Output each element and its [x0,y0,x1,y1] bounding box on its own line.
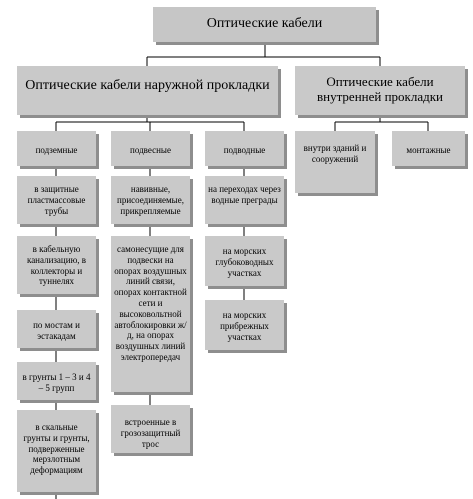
underground-item: в грунты 1 – 3 и 4 – 5 групп [17,362,96,400]
underground-item: по мостам и эстакадам [17,310,96,348]
underground-item: в защитные пластмассовые трубы [17,176,96,224]
underground-item-label: в грунты 1 – 3 и 4 – 5 групп [22,372,91,393]
underground-item-label: по мостам и эстакадам [33,320,80,341]
column-underwater: подводные [205,131,284,166]
group-outdoor: Оптические кабели наружной прокладки [17,66,278,115]
root-node: Оптические кабели [153,7,376,42]
underground-item: в кабельную канализацию, в коллекторы и … [17,236,96,294]
underwater-item: на переходах через водные преграды [205,176,284,224]
column-mounting-label: монтажные [406,145,451,155]
root-label: Оптические кабели [206,16,323,31]
underwater-item: на морских прибрежных участках [205,300,284,350]
underwater-item-label: на морских глубоководных участках [215,246,274,278]
aerial-item: навивные, присоединяемые, прикрепляемые [111,176,190,224]
column-aerial: подвесные [111,131,190,166]
underwater-item-label: на переходах через водные преграды [208,184,281,205]
column-underground-label: подземные [35,145,78,155]
column-mounting: монтажные [392,131,465,166]
aerial-item-label: навивные, присоединяемые, прикрепляемые [117,184,184,216]
group-outdoor-label: Оптические кабели наружной прокладки [25,78,270,93]
aerial-item-label: самонесущие для подвески на опорах возду… [114,244,187,362]
column-buildings-label: внутри зданий и сооружений [303,143,367,164]
group-indoor: Оптические кабели внутренней прокладки [295,66,465,115]
underwater-item-label: на морских прибрежных участках [220,310,269,342]
underground-item: в скальные грунты и грунты, подверженные… [17,410,96,492]
column-buildings: внутри зданий и сооружений [295,131,375,193]
underground-item-label: в защитные пластмассовые трубы [27,184,86,216]
aerial-item: самонесущие для подвески на опорах возду… [111,236,190,392]
aerial-item: встроенные в грозозащитный трос [111,405,190,453]
aerial-item-label: встроенные в грозозащитный трос [120,417,181,449]
underwater-item: на морских глубоководных участках [205,236,284,286]
underground-item-label: в кабельную канализацию, в коллекторы и … [26,244,87,287]
column-underwater-label: подводные [223,145,266,155]
group-indoor-label: Оптические кабели внутренней прокладки [316,74,443,104]
column-aerial-label: подвесные [130,145,171,155]
underground-item-label: в скальные грунты и грунты, подверженные… [23,422,90,476]
column-underground: подземные [17,131,96,166]
